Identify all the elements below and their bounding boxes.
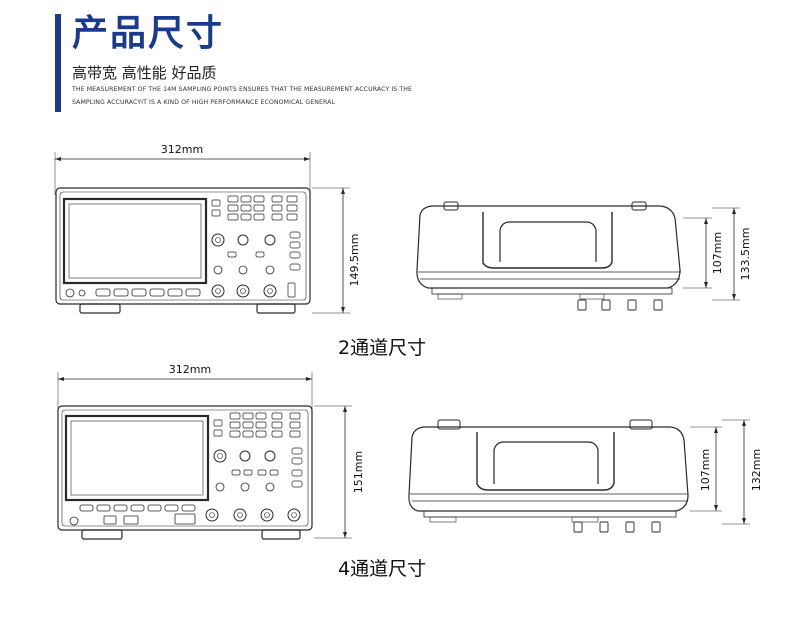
four-channel-front-view [57,372,352,540]
page-subtitle: 高带宽 高性能 好品质 [72,64,217,82]
description-line-1: THE MEASUREMENT OF THE 14M SAMPLING POIN… [72,86,412,93]
four-channel-side-depth-label: 107mm [699,449,712,491]
two-channel-height-label: 149.5mm [348,234,361,287]
two-channel-side-view [416,201,740,311]
page-title: 产品尺寸 [72,13,225,54]
two-channel-width-label: 312mm [161,143,203,156]
two-channel-caption: 2通道尺寸 [338,337,427,359]
four-channel-caption: 4通道尺寸 [338,558,427,580]
two-channel-side-height-label: 133.5mm [739,228,752,281]
four-channel-side-view [408,419,750,533]
title-accent-bar [55,14,61,112]
two-channel-front-view [54,152,350,314]
description-line-2: SAMPLING ACCURACYIT IS A KIND OF HIGH PE… [72,99,336,106]
two-channel-side-depth-label: 107mm [711,232,724,274]
four-channel-side-height-label: 132mm [750,449,763,491]
four-channel-width-label: 312mm [169,363,211,376]
four-channel-height-label: 151mm [352,451,365,493]
